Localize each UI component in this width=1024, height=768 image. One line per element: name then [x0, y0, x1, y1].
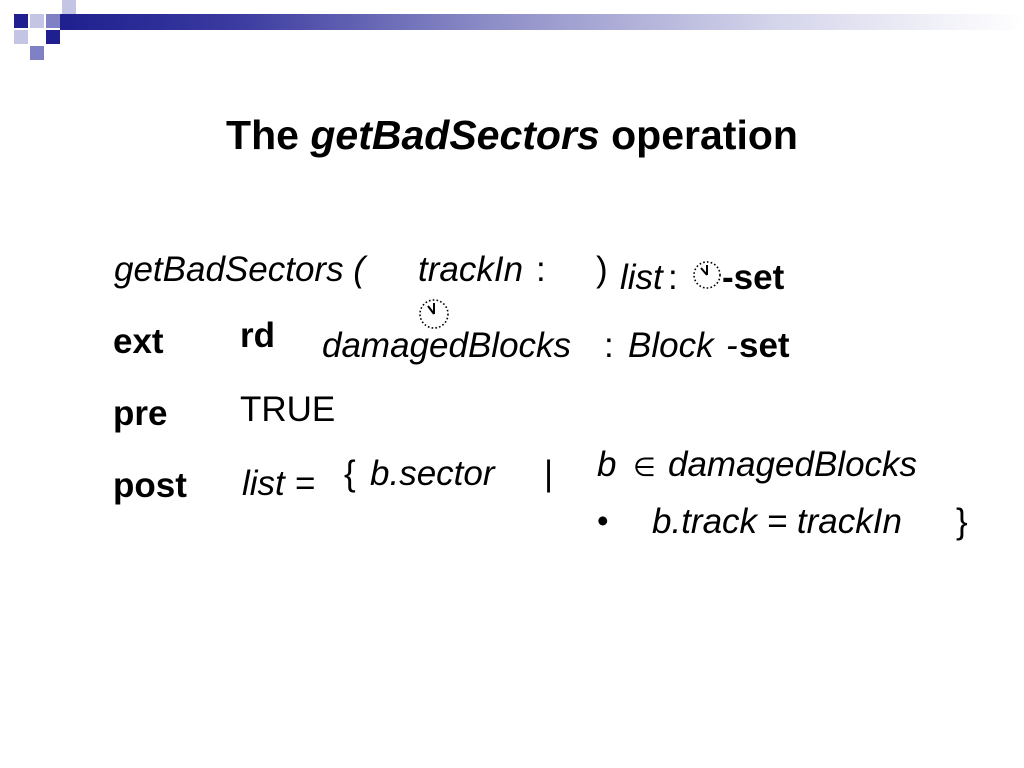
- ext-keyword: ext: [113, 322, 164, 361]
- header-square: [62, 0, 76, 14]
- post-predicate: b.track = trackIn: [652, 502, 902, 541]
- header-square: [46, 14, 60, 28]
- ext-colon: :: [604, 326, 614, 365]
- header-square: [46, 30, 60, 44]
- title-operation-name: getBadSectors: [310, 112, 600, 158]
- signature-param-name: trackIn: [418, 250, 524, 289]
- header-square: [14, 14, 28, 28]
- post-lhs: list =: [242, 464, 315, 503]
- clock-icon: [693, 261, 721, 289]
- clock-icon: [419, 299, 449, 329]
- header-square: [14, 30, 28, 44]
- ext-type-separator: -: [726, 326, 738, 365]
- post-set-name: damagedBlocks: [668, 445, 918, 484]
- post-bullet: •: [597, 502, 609, 539]
- signature-result-colon: :: [668, 258, 678, 297]
- signature-param-colon: :: [536, 250, 546, 289]
- pre-condition: TRUE: [240, 390, 336, 429]
- title-suffix: operation: [611, 112, 798, 158]
- ext-variable: damagedBlocks: [322, 326, 572, 365]
- header-square: [30, 46, 44, 60]
- post-open-brace: {: [344, 454, 356, 493]
- signature-close-paren: ): [596, 250, 608, 289]
- post-keyword: post: [113, 466, 187, 505]
- signature-result-name: list: [620, 258, 663, 297]
- post-member-symbol: ∈: [633, 452, 656, 482]
- ext-type-suffix: set: [739, 326, 790, 365]
- slide-title: The getBadSectors operation: [0, 112, 1024, 159]
- ext-type: Block: [628, 326, 714, 365]
- post-close-brace: }: [956, 502, 968, 541]
- post-element: b.sector: [370, 454, 495, 493]
- signature-result-type-suffix: -set: [722, 258, 785, 297]
- ext-mode-rd: rd: [240, 316, 275, 355]
- post-bind-variable: b: [597, 445, 617, 484]
- signature-operation-name: getBadSectors (: [114, 250, 365, 289]
- post-bar: |: [544, 454, 554, 493]
- header-gradient-bar: [60, 14, 1024, 30]
- title-prefix: The: [226, 112, 299, 158]
- pre-keyword: pre: [113, 394, 168, 433]
- header-square: [30, 14, 44, 28]
